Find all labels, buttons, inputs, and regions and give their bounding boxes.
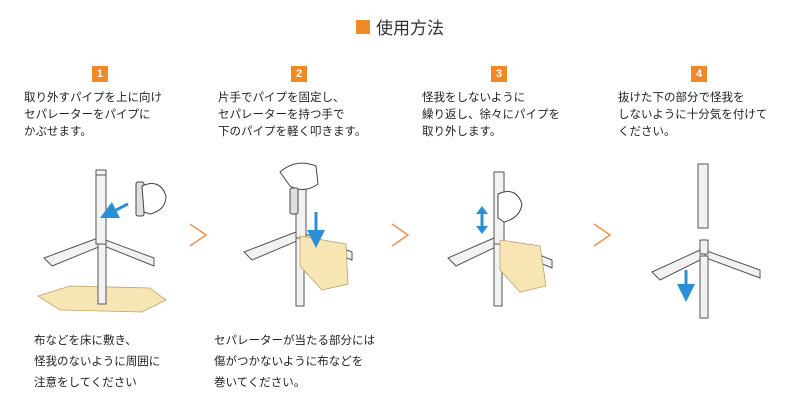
pipe-stub <box>699 239 709 255</box>
pipe-removed-upper <box>697 163 709 229</box>
hand-with-separator <box>135 181 167 217</box>
pipe-top-cap <box>95 169 107 176</box>
wrap-cloth <box>499 239 547 293</box>
note-floor-cloth: 布などを床に敷き、 怪我のないように周囲に 注意をしてください <box>34 333 161 389</box>
page-title-text: 使用方法 <box>376 19 444 39</box>
step-1-text: 取り外すパイプを上に向け セパレーターをパイプに かぶせます。 <box>24 90 162 138</box>
pipe-vertical-lower <box>699 255 709 319</box>
chevron-right-icon <box>189 223 208 247</box>
wrap-cloth <box>299 235 349 291</box>
chevron-right-icon <box>391 223 410 247</box>
step-2-text: 片手でパイプを固定し、 セパレーターを持つ手で 下のパイプを軽く叩きます。 <box>218 90 367 138</box>
step-2-badge: 2 <box>291 66 307 82</box>
chevron-right-icon <box>593 223 612 247</box>
step-1-illustration <box>37 169 167 313</box>
pipe-vertical-lower <box>97 243 107 305</box>
step-2-illustration <box>243 162 353 307</box>
blue-arrow-icon <box>99 201 129 219</box>
separator-tool <box>289 187 299 215</box>
page-title: 使用方法 <box>0 14 800 39</box>
step-3-badge: 3 <box>491 66 507 82</box>
pipe-vertical-upper <box>95 171 107 245</box>
step-3-text: 怪我をしないように 繰り返し、徐々にパイプを 取り外します。 <box>422 90 560 138</box>
step-4-text: 抜けた下の部分で怪我を しないように十分気を付けて ください。 <box>618 90 768 138</box>
hand-grip <box>279 162 319 190</box>
step-1-badge: 1 <box>92 66 108 82</box>
step-3-illustration <box>447 171 553 307</box>
step-4-badge: 4 <box>691 66 707 82</box>
pipe-right-arm <box>703 249 761 279</box>
orange-square-icon <box>356 19 370 34</box>
step-4-illustration <box>651 163 761 319</box>
note-wrap-cloth: セパレーターが当たる部分には 傷がつかないように布などを 巻いてください。 <box>214 333 375 389</box>
blue-double-arrow-icon <box>476 206 488 234</box>
pipe-left-arm <box>243 231 305 261</box>
hand-grip <box>497 191 523 223</box>
pipe-right-arm <box>98 237 155 267</box>
